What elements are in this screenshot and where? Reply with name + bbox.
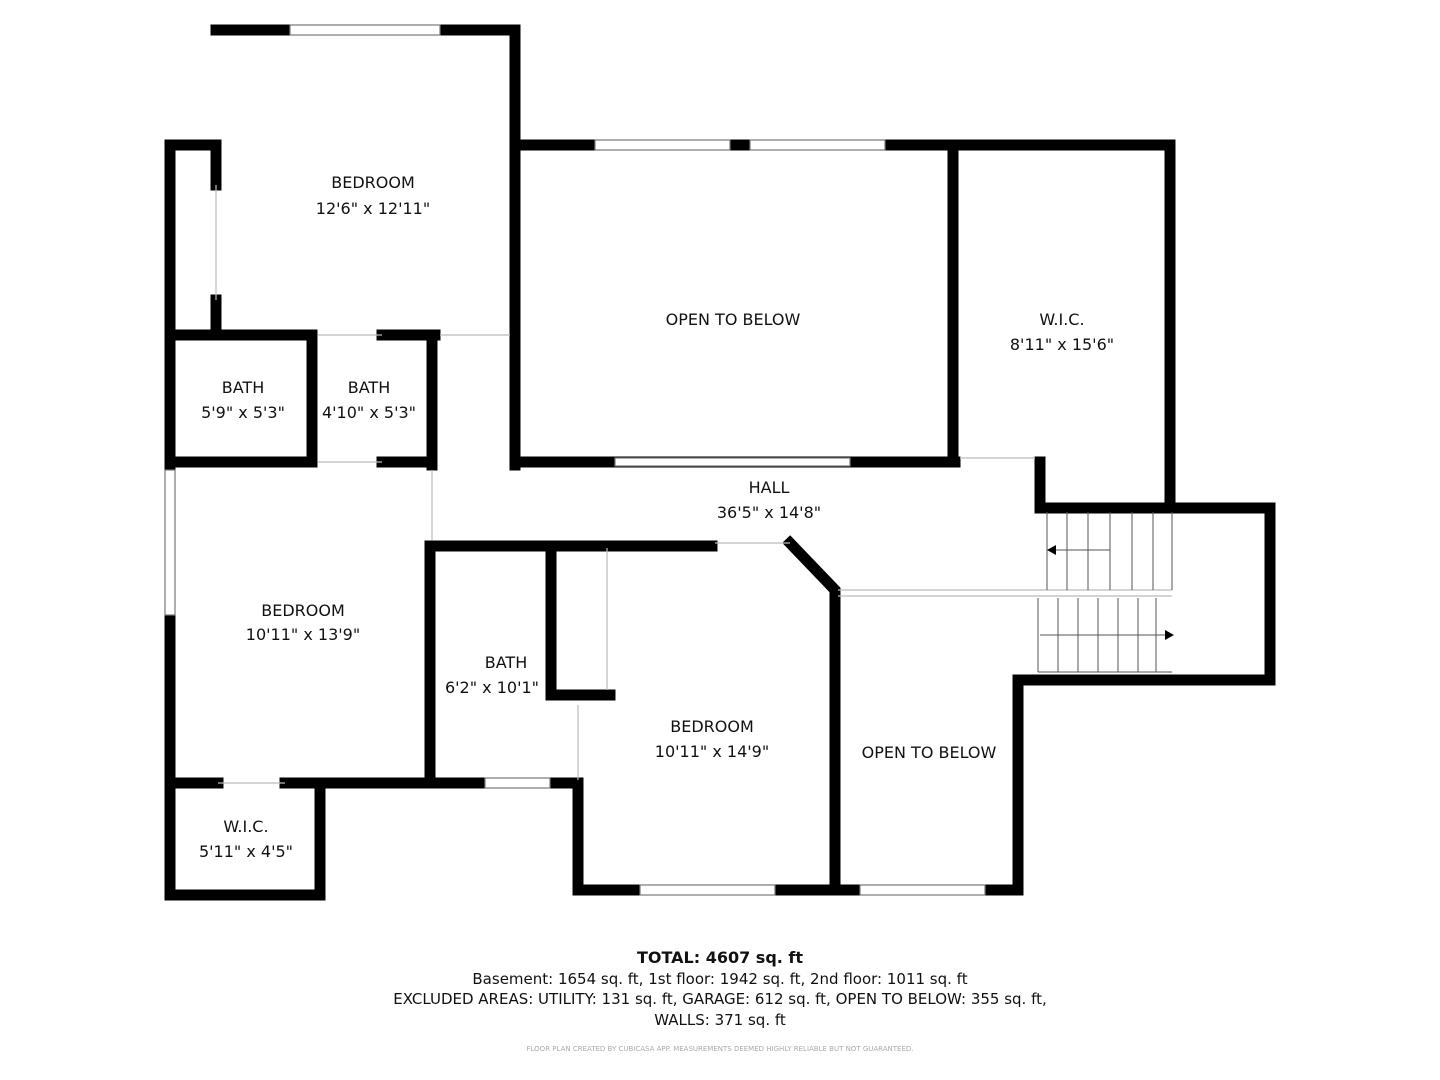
room-size: 5'9" x 5'3" (201, 403, 285, 422)
room-name: HALL (749, 478, 790, 497)
room-name: BATH (485, 653, 527, 672)
room-size: 5'11" x 4'5" (199, 842, 293, 861)
room-name: BATH (222, 378, 264, 397)
room-name: BEDROOM (261, 601, 345, 620)
room-labels: BEDROOM 12'6" x 12'11" OPEN TO BELOW W.I… (199, 173, 1114, 861)
room-size: 12'6" x 12'11" (316, 199, 430, 218)
room-name: W.I.C. (223, 817, 268, 836)
room-name: BEDROOM (331, 173, 415, 192)
staircase (1037, 512, 1174, 673)
room-name: OPEN TO BELOW (666, 310, 801, 329)
room-size: 8'11" x 15'6" (1010, 335, 1114, 354)
room-name: BATH (348, 378, 390, 397)
room-size: 4'10" x 5'3" (322, 403, 416, 422)
room-name: OPEN TO BELOW (862, 743, 997, 762)
excluded-areas: EXCLUDED AREAS: UTILITY: 131 sq. ft, GAR… (393, 990, 1047, 1008)
total-area: TOTAL: 4607 sq. ft (636, 948, 804, 967)
room-name: W.I.C. (1039, 310, 1084, 329)
walls-area: WALLS: 371 sq. ft (654, 1011, 786, 1029)
room-size: 10'11" x 14'9" (655, 742, 769, 761)
room-size: 6'2" x 10'1" (445, 678, 539, 697)
floor-areas: Basement: 1654 sq. ft, 1st floor: 1942 s… (472, 970, 968, 988)
disclaimer: FLOOR PLAN CREATED BY CUBICASA APP. MEAS… (526, 1045, 914, 1053)
stair-arrow-icon (1047, 545, 1056, 555)
room-name: BEDROOM (670, 717, 754, 736)
room-size: 10'11" x 13'9" (246, 625, 360, 644)
windows (164, 24, 986, 896)
stair-arrow-icon (1165, 630, 1174, 640)
room-size: 36'5" x 14'8" (717, 503, 821, 522)
openings (215, 185, 1172, 784)
